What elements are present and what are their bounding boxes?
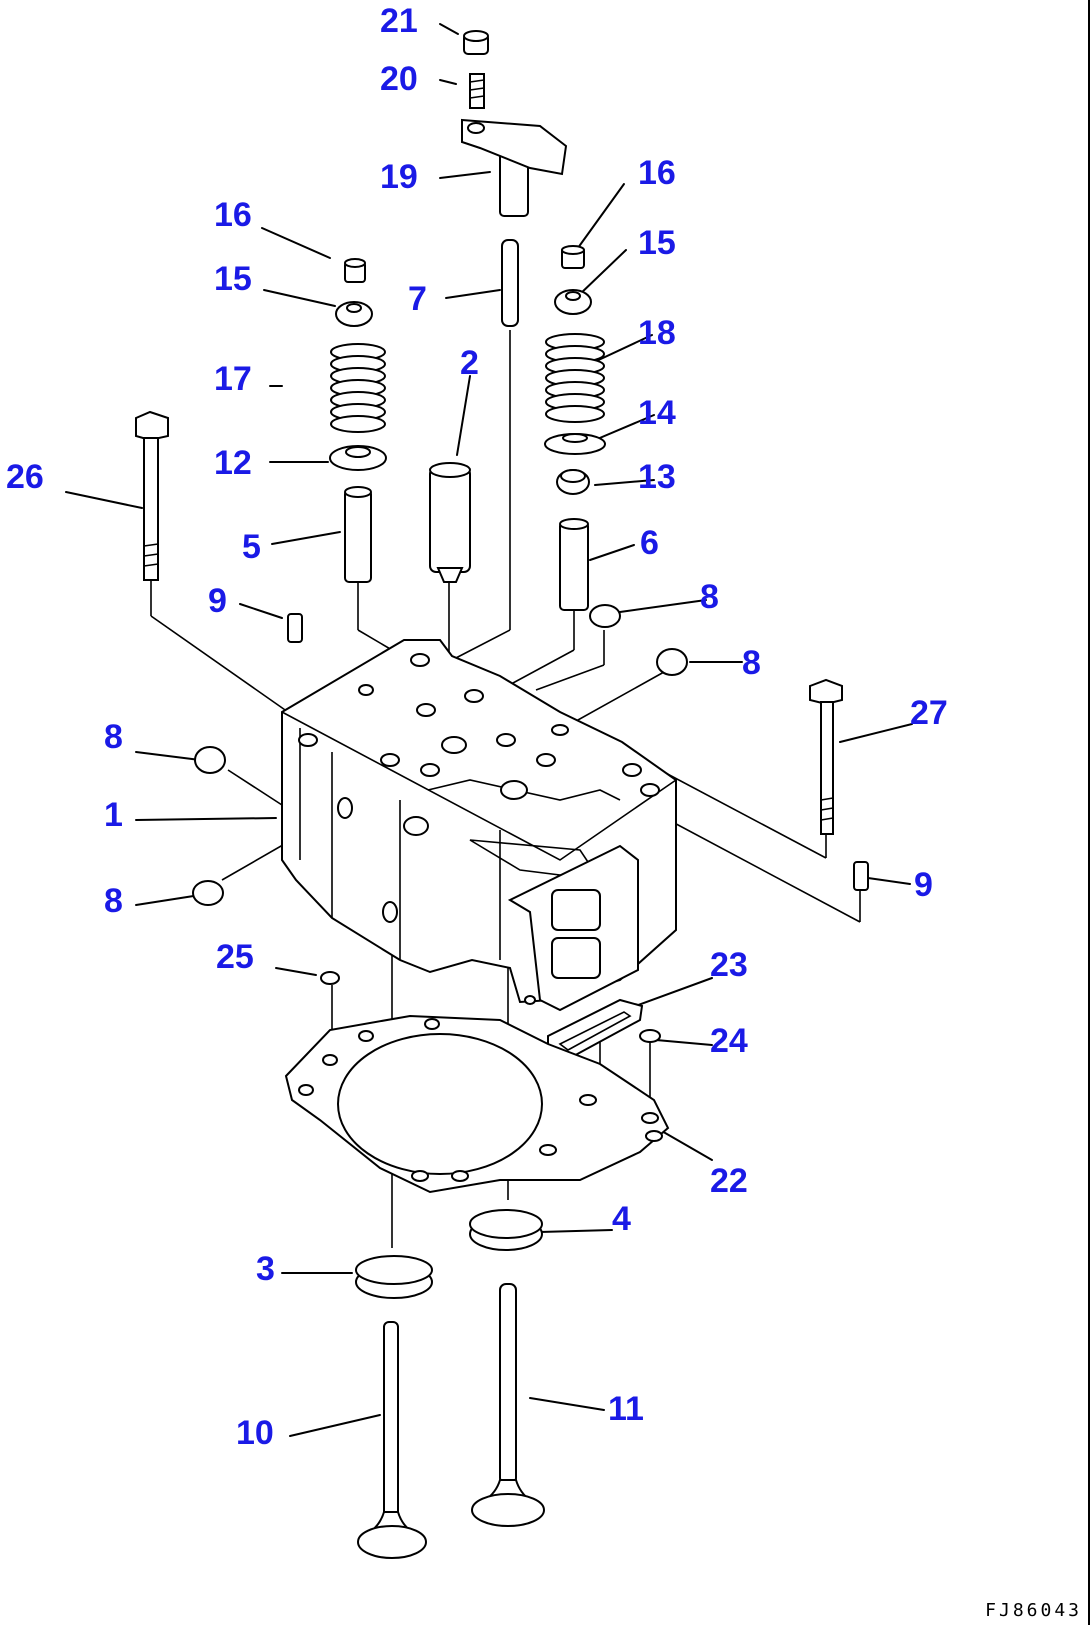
part-09-dowel-right-icon xyxy=(853,861,869,891)
drawing-code: FJ86043 xyxy=(985,1600,1082,1621)
part-15-retainer-left-icon xyxy=(335,301,373,327)
callout-23: 23 xyxy=(710,946,748,984)
part-25-small-plug-icon xyxy=(320,971,340,985)
callout-27: 27 xyxy=(910,694,948,732)
page-border xyxy=(1088,0,1090,1625)
part-08-plug-left-lower-icon xyxy=(192,880,224,906)
part-26-head-bolt-icon xyxy=(135,410,169,581)
callout-21: 21 xyxy=(380,2,418,40)
callout-10: 10 xyxy=(236,1414,274,1452)
callout-1: 1 xyxy=(104,796,123,834)
callout-8-right: 8 xyxy=(742,644,761,682)
part-08-plug-top-icon xyxy=(589,604,621,628)
part-16-cotter-right-icon xyxy=(561,245,585,269)
callout-4: 4 xyxy=(612,1200,631,1238)
part-22-head-gasket-icon xyxy=(284,1014,670,1194)
part-08-plug-left-upper-icon xyxy=(194,746,226,774)
callout-24: 24 xyxy=(710,1022,748,1060)
part-12-spring-seat-icon xyxy=(329,445,387,471)
callout-3: 3 xyxy=(256,1250,275,1288)
callout-25: 25 xyxy=(216,938,254,976)
callout-16-right: 16 xyxy=(638,154,676,192)
part-17-valve-spring-icon xyxy=(330,343,386,433)
callout-8-left-lower: 8 xyxy=(104,882,123,920)
callout-9-left: 9 xyxy=(208,582,227,620)
part-18-valve-spring-icon xyxy=(545,333,605,423)
part-19-rocker-arm-icon xyxy=(461,118,568,217)
callout-17: 17 xyxy=(214,360,252,398)
part-04-valve-seat-icon xyxy=(469,1209,543,1251)
part-24-washer-icon xyxy=(639,1029,661,1043)
callout-19: 19 xyxy=(380,158,418,196)
callout-20: 20 xyxy=(380,60,418,98)
callout-15-left: 15 xyxy=(214,260,252,298)
part-27-bolt-icon xyxy=(809,678,843,835)
callout-18: 18 xyxy=(638,314,676,352)
leader-lines xyxy=(65,23,913,1437)
callout-11: 11 xyxy=(608,1390,644,1428)
callout-6: 6 xyxy=(640,524,659,562)
callout-7: 7 xyxy=(408,280,427,318)
part-02-tappet-icon xyxy=(429,462,471,583)
callout-22: 22 xyxy=(710,1162,748,1200)
callout-5: 5 xyxy=(242,528,261,566)
callout-26: 26 xyxy=(6,458,44,496)
callout-12: 12 xyxy=(214,444,252,482)
callout-8-left-upper: 8 xyxy=(104,718,123,756)
part-07-push-rod-icon xyxy=(501,239,519,327)
callout-9-right: 9 xyxy=(914,866,933,904)
callout-15-right: 15 xyxy=(638,224,676,262)
part-01-cylinder-head-icon xyxy=(281,639,677,1012)
part-21-nut-icon xyxy=(463,30,489,55)
part-14-spring-seat-icon xyxy=(544,433,606,455)
part-09-dowel-left-icon xyxy=(287,613,303,643)
part-13-valve-seal-icon xyxy=(556,469,590,495)
part-15-retainer-right-icon xyxy=(554,289,592,315)
callout-2: 2 xyxy=(460,344,479,382)
part-10-intake-valve-icon xyxy=(357,1321,427,1559)
part-03-valve-seat-icon xyxy=(355,1255,433,1299)
part-11-exhaust-valve-icon xyxy=(471,1283,545,1527)
callout-14: 14 xyxy=(638,394,676,432)
part-20-screw-icon xyxy=(469,73,485,109)
callout-13: 13 xyxy=(638,458,676,496)
part-06-valve-guide-icon xyxy=(559,518,589,611)
part-05-valve-guide-icon xyxy=(344,486,372,583)
callout-8-top: 8 xyxy=(700,578,719,616)
part-16-cotter-left-icon xyxy=(344,258,366,283)
part-08-plug-right-icon xyxy=(656,648,688,676)
callout-16-left: 16 xyxy=(214,196,252,234)
